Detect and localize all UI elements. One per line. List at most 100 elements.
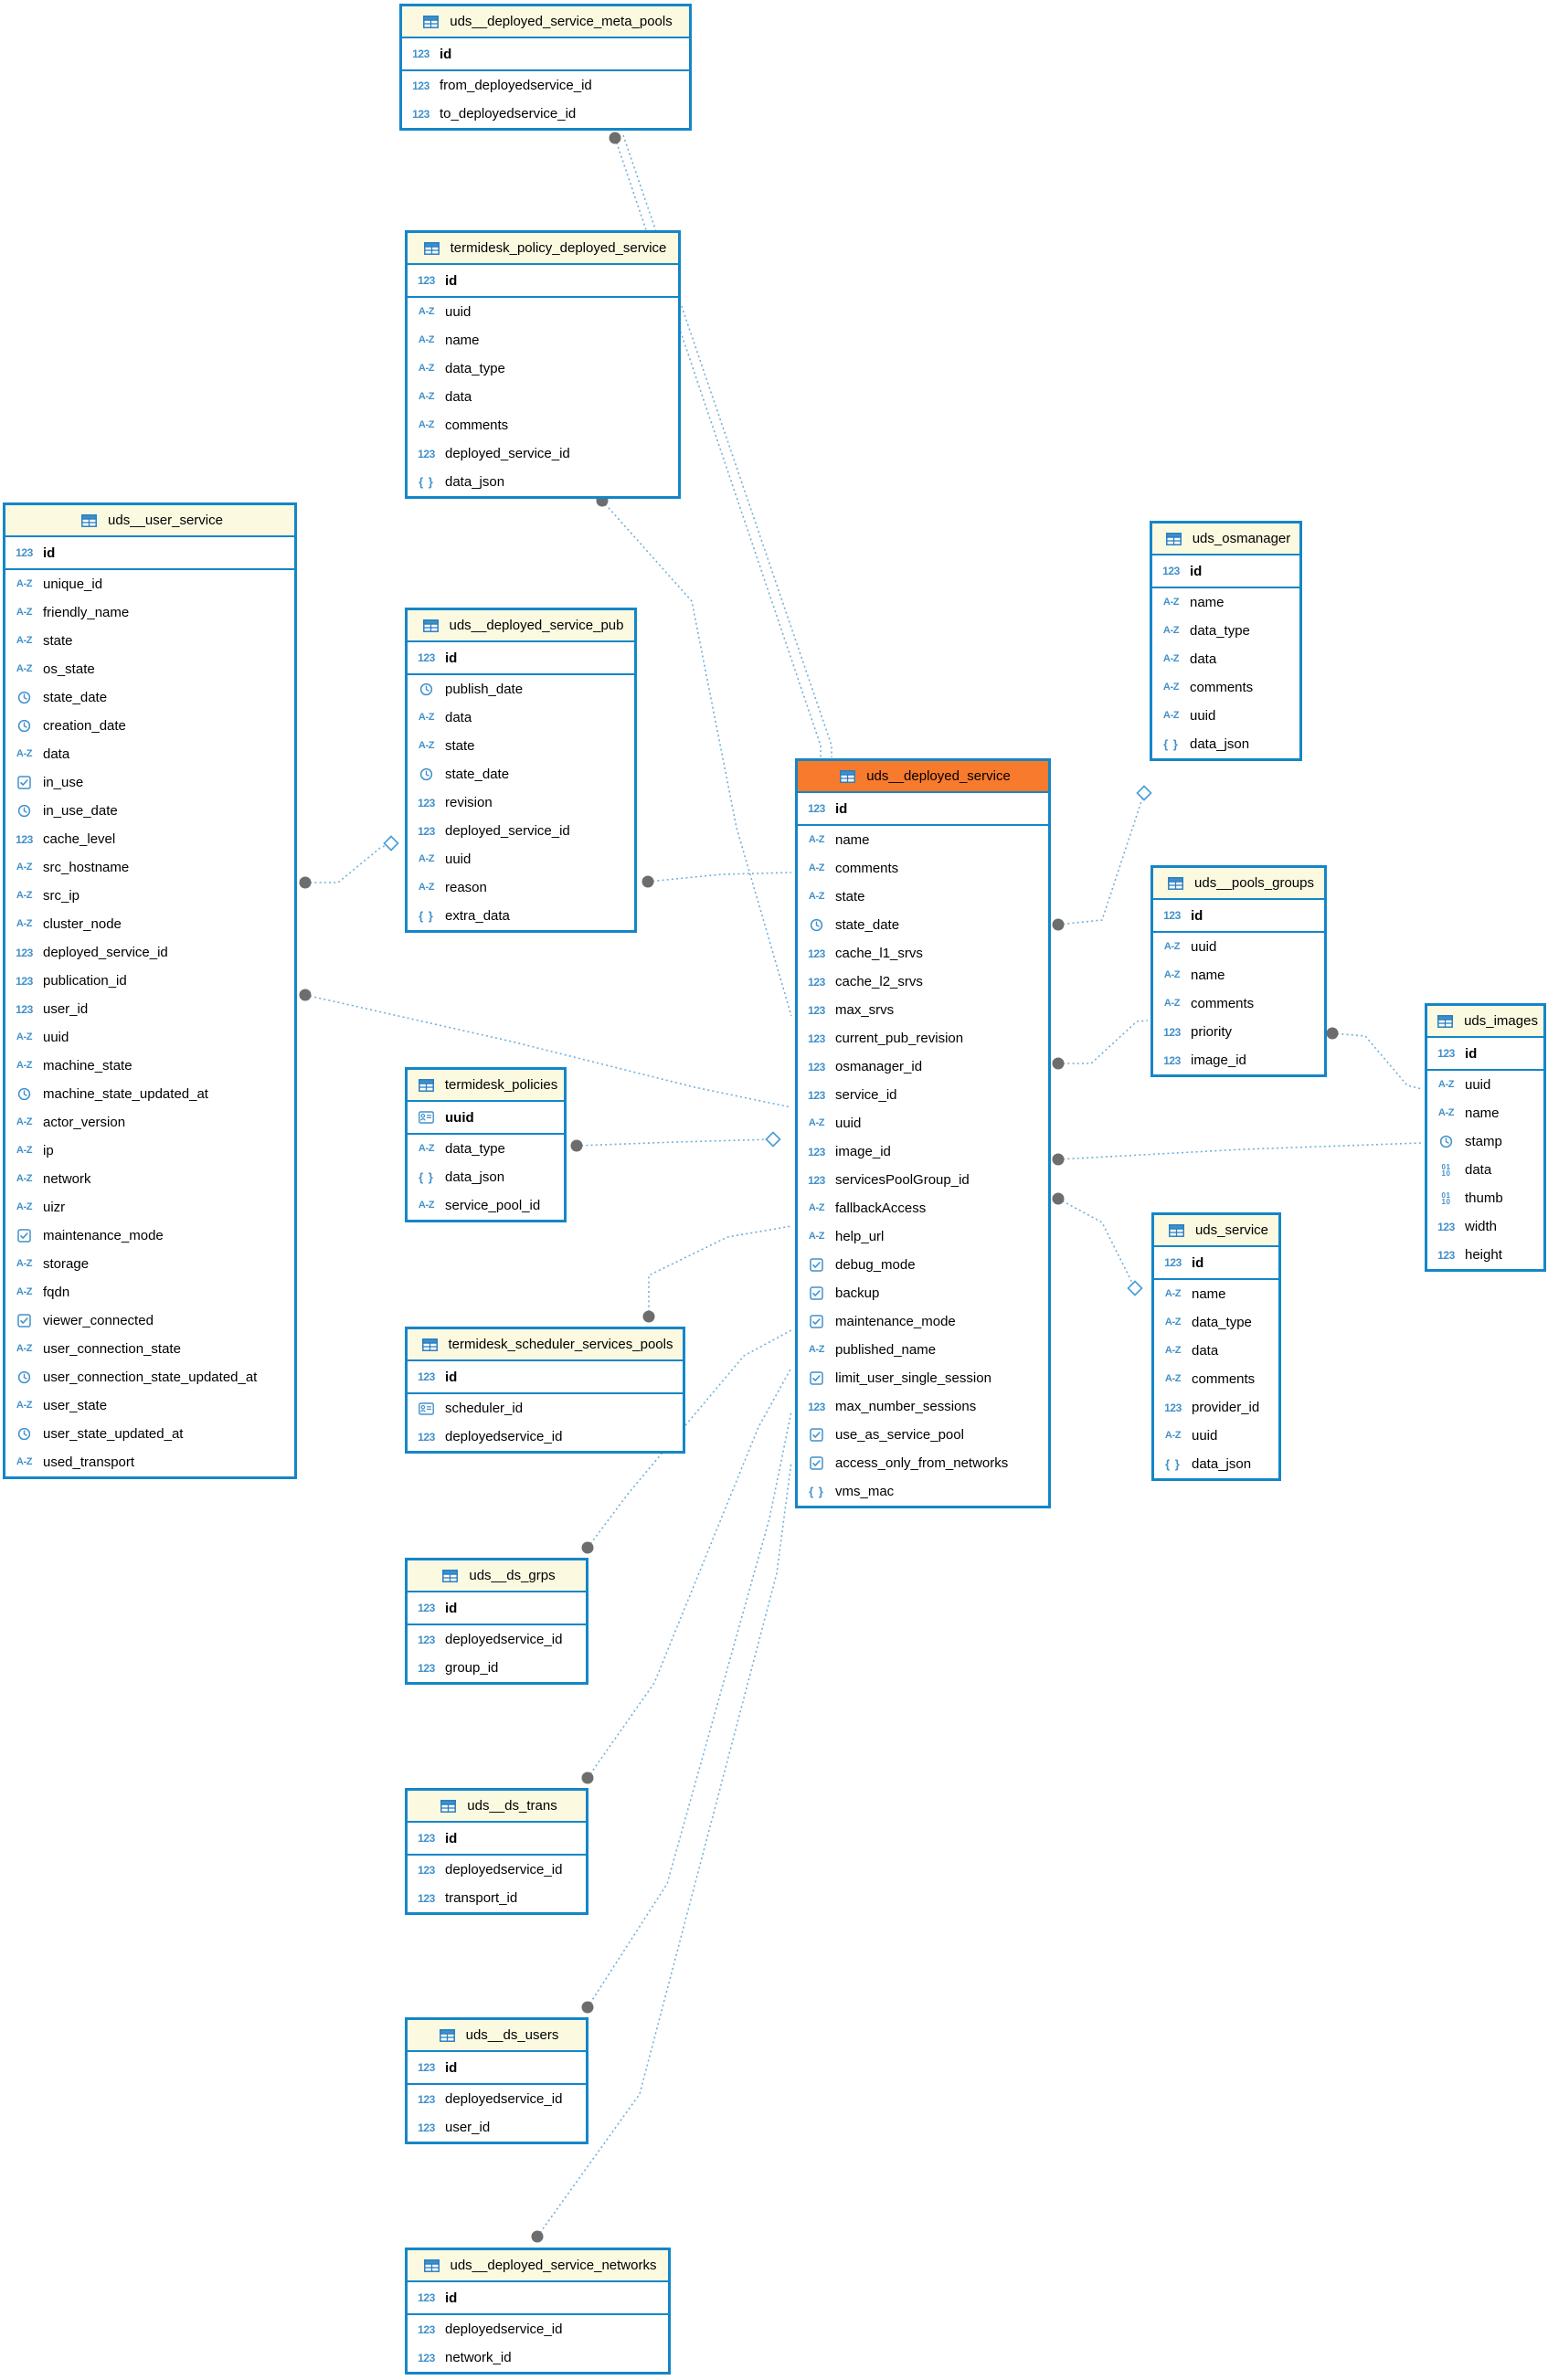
column-row-user_state_updated_at[interactable]: user_state_updated_at bbox=[5, 1420, 294, 1448]
table-header[interactable]: termidesk_policies bbox=[408, 1070, 564, 1102]
relationship-line-uds__deployed_service--uds_osmanager[interactable] bbox=[1057, 792, 1145, 926]
relationship-line-uds__deployed_service_pub--uds__deployed_service[interactable] bbox=[647, 872, 792, 883]
table-header[interactable]: uds__ds_grps bbox=[408, 1560, 586, 1592]
table-header[interactable]: uds_images bbox=[1427, 1006, 1543, 1038]
column-row-data_json[interactable]: { }data_json bbox=[1152, 730, 1299, 758]
table-header[interactable]: uds_service bbox=[1154, 1215, 1278, 1247]
column-row-in_use_date[interactable]: in_use_date bbox=[5, 797, 294, 825]
table-header[interactable]: termidesk_scheduler_services_pools bbox=[408, 1329, 683, 1361]
relationship-line-termidesk_policy_deployed_service--uds__deployed_service[interactable] bbox=[601, 500, 792, 1017]
table-header[interactable]: uds__deployed_service bbox=[798, 761, 1048, 793]
relationship-line-uds__user_service--uds__deployed_service_pub[interactable] bbox=[305, 842, 392, 883]
pk-column-row-uuid[interactable]: uuid bbox=[408, 1102, 564, 1133]
relationship-line-uds__deployed_service_networks--uds__deployed_service[interactable] bbox=[536, 1461, 792, 2237]
column-row-state_date[interactable]: state_date bbox=[408, 760, 634, 788]
column-row-access_only_from_networks[interactable]: access_only_from_networks bbox=[798, 1449, 1048, 1477]
column-row-in_use[interactable]: in_use bbox=[5, 768, 294, 797]
relationship-line-uds__deployed_service_meta_pools--uds__deployed_service[interactable] bbox=[614, 137, 822, 757]
relationship-line-termidesk_policies--uds__deployed_service[interactable] bbox=[576, 1138, 774, 1147]
relationship-line-uds__deployed_service_meta_pools--uds__deployed_service[interactable] bbox=[622, 134, 832, 757]
relationship-line-uds__ds_trans--uds__deployed_service[interactable] bbox=[587, 1367, 792, 1779]
relationship-line-termidesk_scheduler_services_pools--uds__deployed_service[interactable] bbox=[648, 1225, 792, 1317]
table-header[interactable]: uds__deployed_service_meta_pools bbox=[402, 6, 689, 38]
column-row-viewer_connected[interactable]: viewer_connected bbox=[5, 1306, 294, 1335]
table-header[interactable]: uds__deployed_service_networks bbox=[408, 2250, 668, 2282]
column-row-stamp[interactable]: stamp bbox=[1427, 1127, 1543, 1156]
relationship-line-uds__deployed_service--uds_service[interactable] bbox=[1057, 1198, 1136, 1289]
column-row-maintenance_mode[interactable]: maintenance_mode bbox=[798, 1307, 1048, 1336]
column-row-debug_mode[interactable]: debug_mode bbox=[798, 1251, 1048, 1279]
column-row-data_json[interactable]: { }data_json bbox=[408, 468, 678, 496]
column-row-data_json[interactable]: { }data_json bbox=[408, 1163, 564, 1191]
column-row-limit_user_single_session[interactable]: limit_user_single_session bbox=[798, 1364, 1048, 1392]
table-header[interactable]: uds__pools_groups bbox=[1153, 868, 1324, 900]
relationship-line-uds__pools_groups--uds_images[interactable] bbox=[1331, 1032, 1423, 1090]
column-row-creation_date[interactable]: creation_date bbox=[5, 712, 294, 740]
table-header[interactable]: uds__ds_users bbox=[408, 2020, 586, 2052]
column-row-backup[interactable]: backup bbox=[798, 1279, 1048, 1307]
